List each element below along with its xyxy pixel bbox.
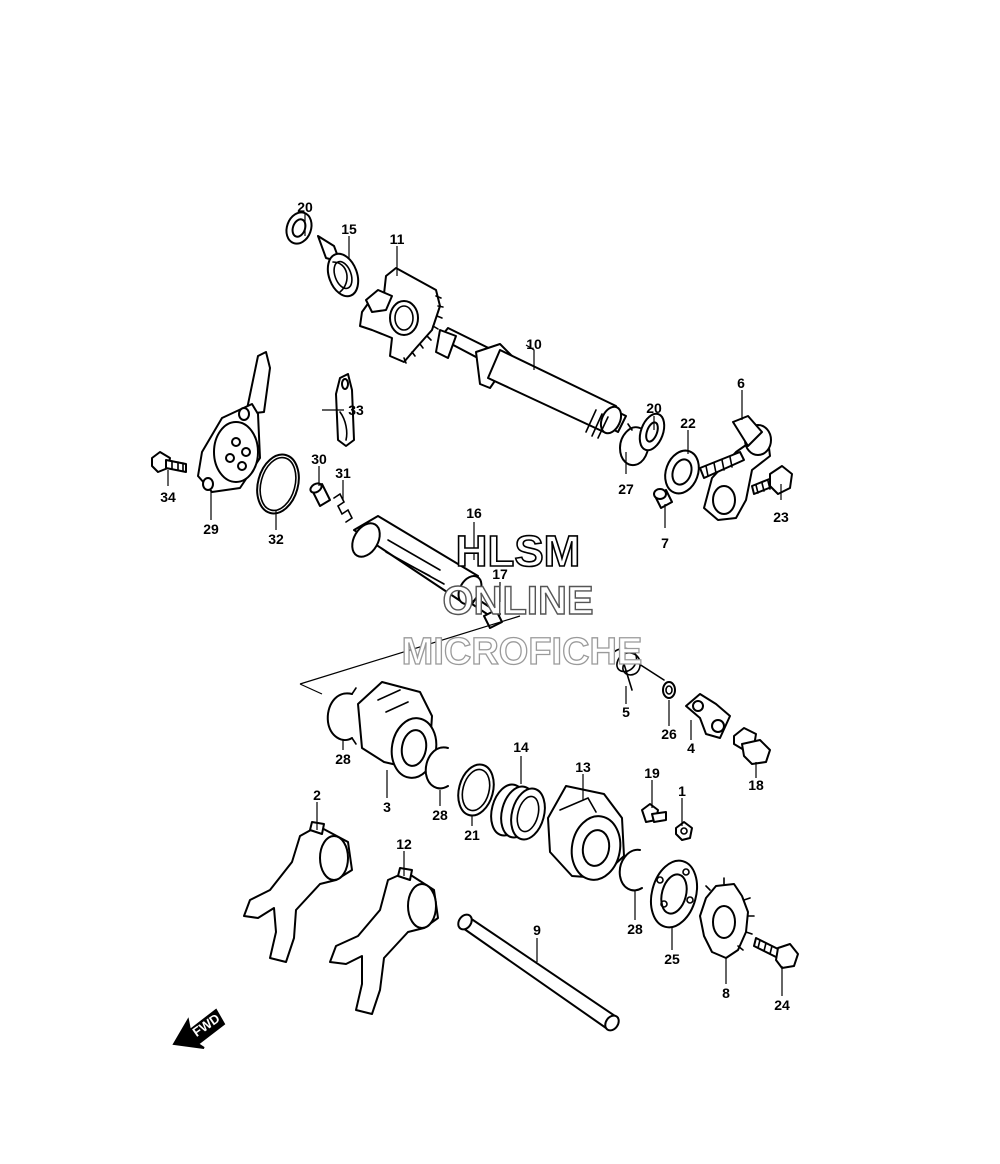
spring-part-33: [333, 492, 354, 523]
bolt-part-23: [751, 465, 793, 495]
washer-part-21: [457, 763, 495, 817]
callout-32: 33: [348, 402, 364, 418]
callout-1: 1: [678, 783, 686, 799]
callout-20-top: 20: [297, 199, 313, 215]
callout-3: 3: [383, 799, 391, 815]
callout-11: 11: [390, 231, 405, 247]
callout-4: 4: [687, 740, 695, 756]
callout-31: 32: [268, 531, 284, 547]
cam-part-3: [357, 681, 438, 779]
spring-part-14: [490, 783, 546, 841]
callout-33: 31: [335, 465, 351, 481]
callout-28-low: 28: [627, 921, 643, 937]
callout-28-left: 28: [335, 751, 351, 767]
oring-part-31: [256, 453, 300, 515]
callout-30: 30: [311, 451, 327, 467]
shift-shaft-part-10: [435, 327, 627, 439]
watermark-line-3: MICROFICHE: [402, 631, 643, 673]
watermark: HLSM ONLINE MICROFICHE: [401, 526, 643, 673]
callout-20-right: 20: [646, 400, 662, 416]
group-bracket-line: [299, 615, 521, 695]
guide-rod-part-9: [457, 913, 620, 1032]
callout-18: 18: [748, 777, 764, 793]
callout-23: 23: [773, 509, 789, 525]
callout-27: 27: [618, 481, 634, 497]
callout-12: 12: [396, 836, 412, 852]
circlip-part-28b: [424, 746, 449, 790]
callout-22: 22: [680, 415, 696, 431]
spring-part-5: [611, 647, 665, 691]
washer-part-20b: [638, 412, 666, 452]
callout-15: 15: [341, 221, 357, 237]
callout-9: 9: [533, 922, 541, 938]
shift-drum-part-16: [351, 515, 503, 629]
watermark-line-1: HLSM: [456, 527, 581, 576]
callout-29: 29: [203, 521, 219, 537]
lever-part-6: [699, 415, 772, 521]
fwd-arrow-icon: FWD: [172, 1008, 226, 1049]
bolt-part-19: [641, 803, 667, 823]
shift-arm-part-11: [359, 267, 444, 364]
callout-6: 6: [737, 375, 745, 391]
collar-part-7: [653, 488, 673, 509]
callout-25: 25: [664, 951, 680, 967]
callout-26: 26: [661, 726, 677, 742]
bolt-part-34: [151, 451, 187, 473]
shift-fork-part-12: [329, 867, 439, 1015]
callout-24: 24: [774, 997, 790, 1013]
callout-14: 14: [513, 739, 529, 755]
bolt-part-18: [733, 727, 771, 765]
watermark-line-2: ONLINE: [442, 579, 593, 623]
callout-34: 34: [160, 489, 176, 505]
callout-17: 17: [492, 566, 508, 582]
nut-part-1: [675, 821, 693, 841]
spring-part-15: [317, 235, 360, 298]
bearing-part-25: [649, 859, 699, 929]
callout-2: 2: [313, 787, 321, 803]
circlip-part-28c: [618, 848, 643, 892]
bolt-part-24: [753, 937, 799, 969]
cover-part-29: [197, 351, 271, 493]
shift-fork-part-2: [243, 821, 353, 963]
gear-part-8: [699, 877, 755, 959]
plate-part-4: [685, 693, 731, 739]
cam-part-13: [547, 785, 625, 881]
callout-5: 5: [622, 704, 630, 720]
callout-7: 7: [661, 535, 669, 551]
callout-21: 21: [464, 827, 480, 843]
callout-16: 16: [466, 505, 482, 521]
circlip-part-28a: [326, 687, 357, 745]
callout-28-mid: 28: [432, 807, 448, 823]
callout-8: 8: [722, 985, 730, 1001]
callout-10: 10: [526, 336, 542, 352]
plate-part-32: [335, 373, 355, 447]
bearing-part-22: [664, 449, 700, 495]
callout-labels: 20 15 11 10 6 20 22 23 27 7 33 34 29 32 …: [160, 199, 790, 1013]
callout-13: 13: [575, 759, 591, 775]
washer-part-26: [662, 681, 676, 699]
callout-19: 19: [644, 765, 660, 781]
